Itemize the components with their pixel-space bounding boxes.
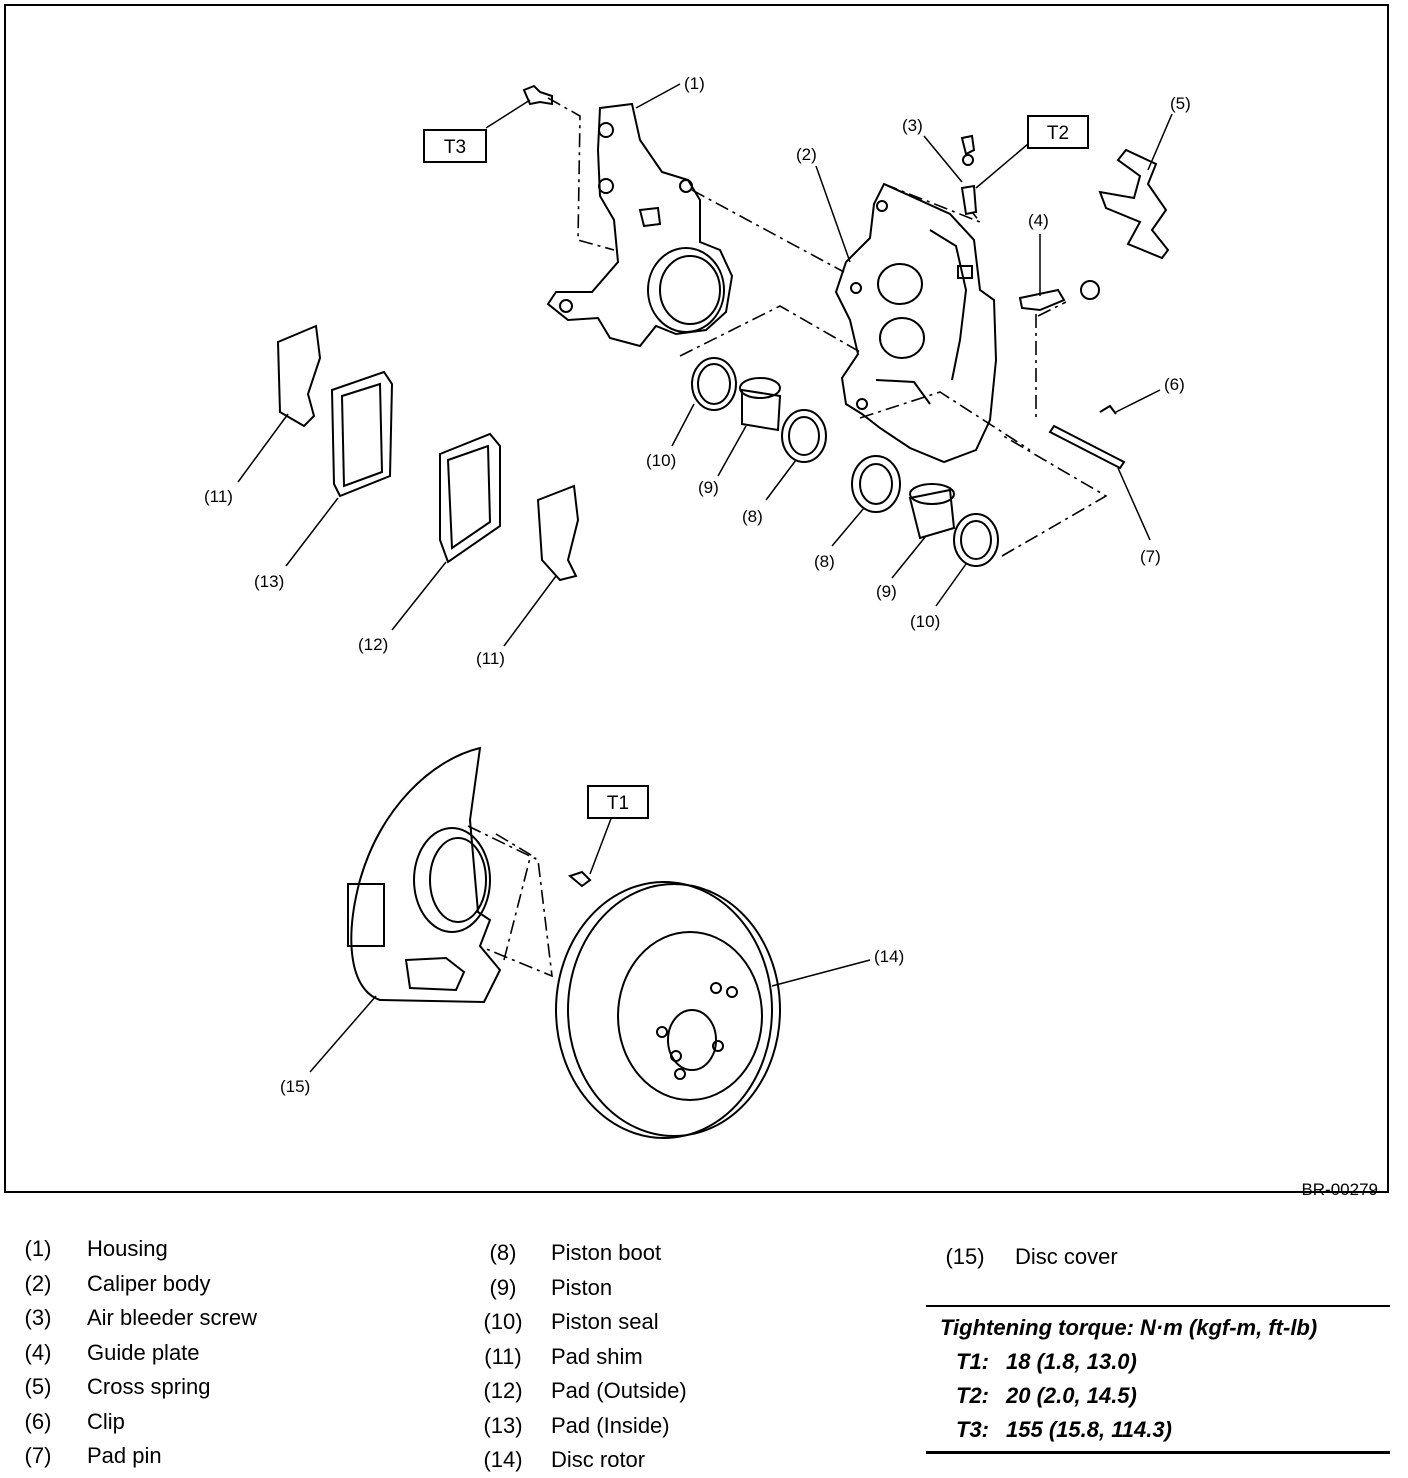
legend-item: (8)Piston boot <box>489 1240 662 1265</box>
callout-10b: (10) <box>910 612 940 631</box>
housing-part <box>546 102 734 348</box>
legend-item: (1)Housing <box>24 1236 168 1261</box>
callout-3: (3) <box>902 116 923 135</box>
torque-row: T1:18 (1.8, 13.0) <box>956 1349 1137 1374</box>
callout-9b: (9) <box>876 582 897 601</box>
legend-item: (5)Cross spring <box>24 1374 211 1399</box>
piston-set-lower <box>851 455 999 567</box>
figure-frame <box>4 4 1389 1193</box>
legend-item: (10)Piston seal <box>483 1309 659 1334</box>
t1-bolt <box>567 870 592 888</box>
callout-7: (7) <box>1140 547 1161 566</box>
callout-11a: (11) <box>204 487 233 506</box>
figure-id: BR-00279 <box>1301 1180 1378 1199</box>
callout-labels: (1) (2) (3) (4) (5) (6) (7) (8) (8) (9) … <box>204 74 1191 1096</box>
legend-column-2: (8)Piston boot (9)Piston (10)Piston seal… <box>474 1236 687 1478</box>
legend-item: (14)Disc rotor <box>483 1447 646 1472</box>
pad-outside <box>439 432 501 564</box>
clip-and-pad-pin <box>1048 404 1126 470</box>
callout-14: (14) <box>874 947 904 966</box>
callout-10a: (10) <box>646 451 676 470</box>
callout-12: (12) <box>358 635 388 654</box>
torque-box-t1: T1 <box>587 785 649 819</box>
air-bleeder-screw-part <box>960 134 978 216</box>
torque-box-t2: T2 <box>1027 115 1089 149</box>
legend-item: (9)Piston <box>489 1274 613 1300</box>
svg-text:T1: T1 <box>607 793 629 814</box>
callout-5: (5) <box>1170 94 1191 113</box>
assembly-lines <box>467 97 1108 978</box>
legend-item: (6)Clip <box>24 1408 125 1434</box>
legend-item: (3)Air bleeder screw <box>24 1305 257 1330</box>
callout-9a: (9) <box>698 478 719 497</box>
piston-set-upper <box>691 357 827 463</box>
leader-lines <box>237 83 1173 1073</box>
torque-row: T2:20 (2.0, 14.5) <box>956 1383 1137 1408</box>
disc-rotor-part <box>555 881 781 1139</box>
legend-item: (2)Caliper body <box>24 1270 211 1296</box>
callout-8b: (8) <box>814 552 835 571</box>
pad-inside <box>330 370 394 498</box>
legend-item: (7)Pad pin <box>24 1443 162 1468</box>
callout-15: (15) <box>280 1077 310 1096</box>
svg-text:T3: T3 <box>444 137 466 158</box>
callout-8a: (8) <box>742 507 763 526</box>
legend-item: (12)Pad (Outside) <box>483 1378 687 1403</box>
legend-item: (11)Pad shim <box>484 1343 643 1369</box>
legend-column-3: (15)Disc cover <box>940 1240 1118 1275</box>
svg-text:T2: T2 <box>1047 123 1069 144</box>
torque-row: T3:155 (15.8, 114.3) <box>956 1417 1172 1442</box>
torque-table: Tightening torque: N·m (kgf-m, ft-lb) T1… <box>926 1305 1390 1454</box>
callout-1: (1) <box>684 74 705 93</box>
callout-13: (13) <box>254 572 284 591</box>
disc-cover-part <box>347 746 502 1004</box>
guide-plate-part <box>1018 280 1100 312</box>
cross-spring-part <box>1098 148 1170 260</box>
legend-item: (13)Pad (Inside) <box>483 1412 670 1438</box>
pad-shim-right <box>536 484 580 582</box>
callout-4: (4) <box>1028 211 1049 230</box>
callout-6: (6) <box>1164 375 1185 394</box>
legend-item: (4)Guide plate <box>24 1339 200 1365</box>
torque-box-t3: T3 <box>423 129 487 163</box>
caliper-body-part <box>834 182 998 464</box>
legend-item: (15)Disc cover <box>945 1244 1118 1269</box>
torque-heading: Tightening torque: N·m (kgf-m, ft-lb) <box>940 1315 1318 1340</box>
legend-column-1: (1)Housing (2)Caliper body (3)Air bleede… <box>18 1232 257 1474</box>
pad-shim-left <box>276 324 322 428</box>
callout-11b: (11) <box>476 649 505 668</box>
exploded-brake-diagram: T3 T2 T1 (1) (2) (3) (4) (5) (6) (7) (8)… <box>204 74 1191 1139</box>
callout-2: (2) <box>796 145 817 164</box>
